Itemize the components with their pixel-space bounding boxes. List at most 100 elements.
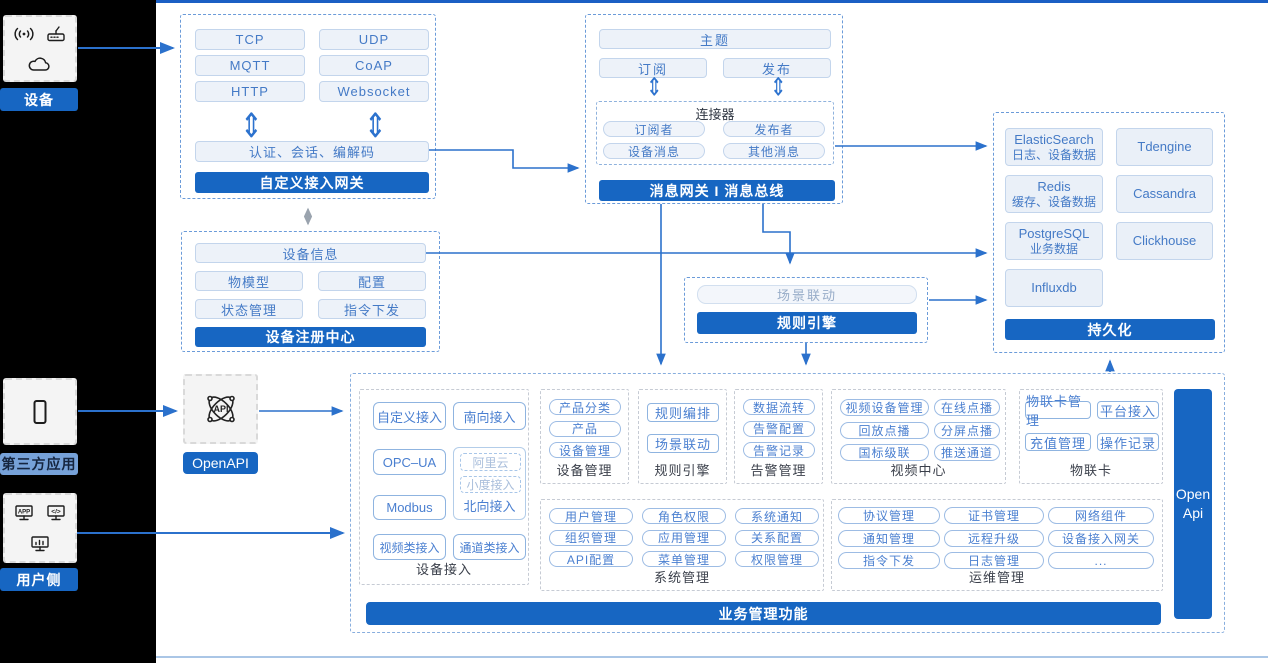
alarm-pill: 告警配置 [743, 420, 815, 437]
ops-pill: 设备接入网关 [1048, 529, 1154, 547]
device-mgmt-section: 产品分类产品设备管理 设备管理 [540, 389, 629, 484]
registry-title-bar: 设备注册中心 [195, 327, 426, 347]
user-entity-box: APP </> [3, 493, 77, 563]
aliyun-pill: 阿里云 [460, 453, 521, 471]
video-center-pill: 在线点播 [934, 399, 1000, 416]
opc-ua-pill: OPC–UA [373, 449, 446, 475]
registry-pill: 状态管理 [195, 299, 303, 319]
iot-card-pill: 充值管理 [1025, 433, 1091, 451]
system-pill: 关系配置 [735, 529, 819, 546]
system-pill: 系统通知 [735, 508, 819, 524]
ops-pill: 远程升级 [944, 529, 1044, 547]
video-center-label: 视频中心 [890, 463, 947, 478]
updown-arrow-icon: ⇕ [240, 107, 263, 145]
rule-pill: 规则编排 [647, 403, 719, 422]
ops-pill: 指令下发 [838, 552, 940, 569]
ops-pill: 网络组件 [1048, 507, 1154, 524]
auth-session-codec-pill: 认证、会话、编解码 [195, 141, 429, 162]
iot-card-pill: 物联卡管理 [1025, 394, 1091, 428]
rule-engine-title-bar: 规则引擎 [697, 312, 917, 334]
rule-engine-box: 场景联动 规则引擎 [684, 277, 928, 343]
openapi-atom-icon: API [199, 389, 243, 429]
broadcast-icon [13, 26, 35, 42]
iot-card-pill: 操作记录 [1097, 433, 1159, 451]
protocol-pill: HTTP [195, 81, 305, 102]
openapi-icon-box: API [183, 374, 258, 444]
system-pill: 角色权限 [642, 508, 726, 524]
registry-pill: 配置 [318, 271, 426, 291]
iot-card-section: 物联卡管理平台接入充值管理操作记录 物联卡 [1019, 389, 1163, 484]
alarm-section: 数据流转告警配置告警记录 告警管理 [734, 389, 823, 484]
alarm-label: 告警管理 [750, 463, 807, 478]
xiaodu-access-pill: 小度接入 [460, 476, 521, 493]
custom-gateway-title-bar: 自定义接入网关 [195, 172, 429, 193]
video-access-pill: 视频类接入 [373, 534, 446, 560]
database-pill: Tdengine [1116, 128, 1213, 166]
video-center-pill: 分屏点播 [934, 421, 1000, 439]
connector-box: 连接器 订阅者发布者设备消息其他消息 [596, 101, 834, 165]
updown-arrow-icon: ⇕ [646, 74, 663, 102]
bottom-divider [156, 656, 1268, 658]
system-pill: 权限管理 [735, 551, 819, 567]
svg-text:API: API [213, 404, 228, 414]
persistence-title-bar: 持久化 [1005, 319, 1215, 340]
phone-icon [32, 399, 48, 425]
channel-access-pill: 通道类接入 [453, 534, 526, 560]
system-mgmt-label: 系统管理 [653, 570, 710, 585]
protocol-pill: Websocket [319, 81, 429, 102]
registry-pill: 物模型 [195, 271, 303, 291]
svg-text:</>: </> [51, 508, 61, 515]
device-entity-box [3, 15, 77, 82]
subscribe-pill: 订阅 [599, 58, 707, 78]
custom-access-pill: 自定义接入 [373, 402, 446, 430]
system-pill: API配置 [549, 551, 633, 567]
router-icon [45, 25, 67, 43]
cloud-icon [27, 56, 53, 72]
registry-grid: 物模型配置状态管理指令下发 [195, 271, 426, 319]
device-mgmt-label: 设备管理 [556, 463, 613, 478]
modbus-pill: Modbus [373, 495, 446, 520]
connector-pill: 其他消息 [723, 143, 825, 159]
database-pill: Cassandra [1116, 175, 1213, 213]
alarm-pill: 告警记录 [743, 442, 815, 458]
video-center-pill: 视频设备管理 [840, 399, 929, 416]
connector-title: 连接器 [695, 107, 735, 122]
video-center-section: 视频设备管理在线点播回放点播分屏点播国标级联推送通道 视频中心 [831, 389, 1006, 484]
svg-text:APP: APP [18, 509, 30, 515]
video-center-pill: 回放点播 [840, 421, 929, 439]
ops-pill: 通知管理 [838, 529, 940, 547]
device-mgmt-pill: 设备管理 [549, 442, 621, 458]
ops-pill: 证书管理 [944, 507, 1044, 524]
ops-pill: 协议管理 [838, 507, 940, 524]
openapi-label: OpenAPI [183, 452, 258, 474]
message-bus-box: 主题 订阅 发布 ⇕ ⇕ 连接器 订阅者发布者设备消息其他消息 消息网关 I 消… [585, 14, 843, 204]
iot-card-label: 物联卡 [1069, 463, 1112, 478]
video-center-pill: 国标级联 [840, 444, 929, 461]
rule-section: 规则编排场景联动 规则引擎 [638, 389, 727, 484]
iot-card-pill: 平台接入 [1097, 401, 1159, 419]
device-access-label: 设备接入 [415, 562, 472, 577]
scene-linkage-pill: 场景联动 [697, 285, 917, 304]
message-bus-title-bar: 消息网关 I 消息总线 [599, 180, 835, 201]
ops-mgmt-section: 协议管理证书管理网络组件通知管理远程升级设备接入网关指令下发日志管理... 运维… [831, 499, 1163, 591]
protocol-pill: UDP [319, 29, 429, 50]
app-monitor-icon: APP [13, 504, 35, 522]
updown-arrow-icon: ⇕ [770, 74, 787, 102]
device-info-pill: 设备信息 [195, 243, 426, 263]
code-monitor-icon: </> [45, 504, 67, 522]
device-label: 设备 [0, 88, 78, 111]
database-pill: Influxdb [1005, 269, 1103, 307]
ops-mgmt-label: 运维管理 [968, 570, 1025, 585]
publish-pill: 发布 [723, 58, 831, 78]
connector-pill: 订阅者 [603, 121, 705, 137]
north-access-group: 阿里云 小度接入 北向接入 [453, 447, 526, 520]
business-box: 自定义接入 南向接入 OPC–UA 阿里云 小度接入 北向接入 Modbus 视… [350, 373, 1225, 633]
